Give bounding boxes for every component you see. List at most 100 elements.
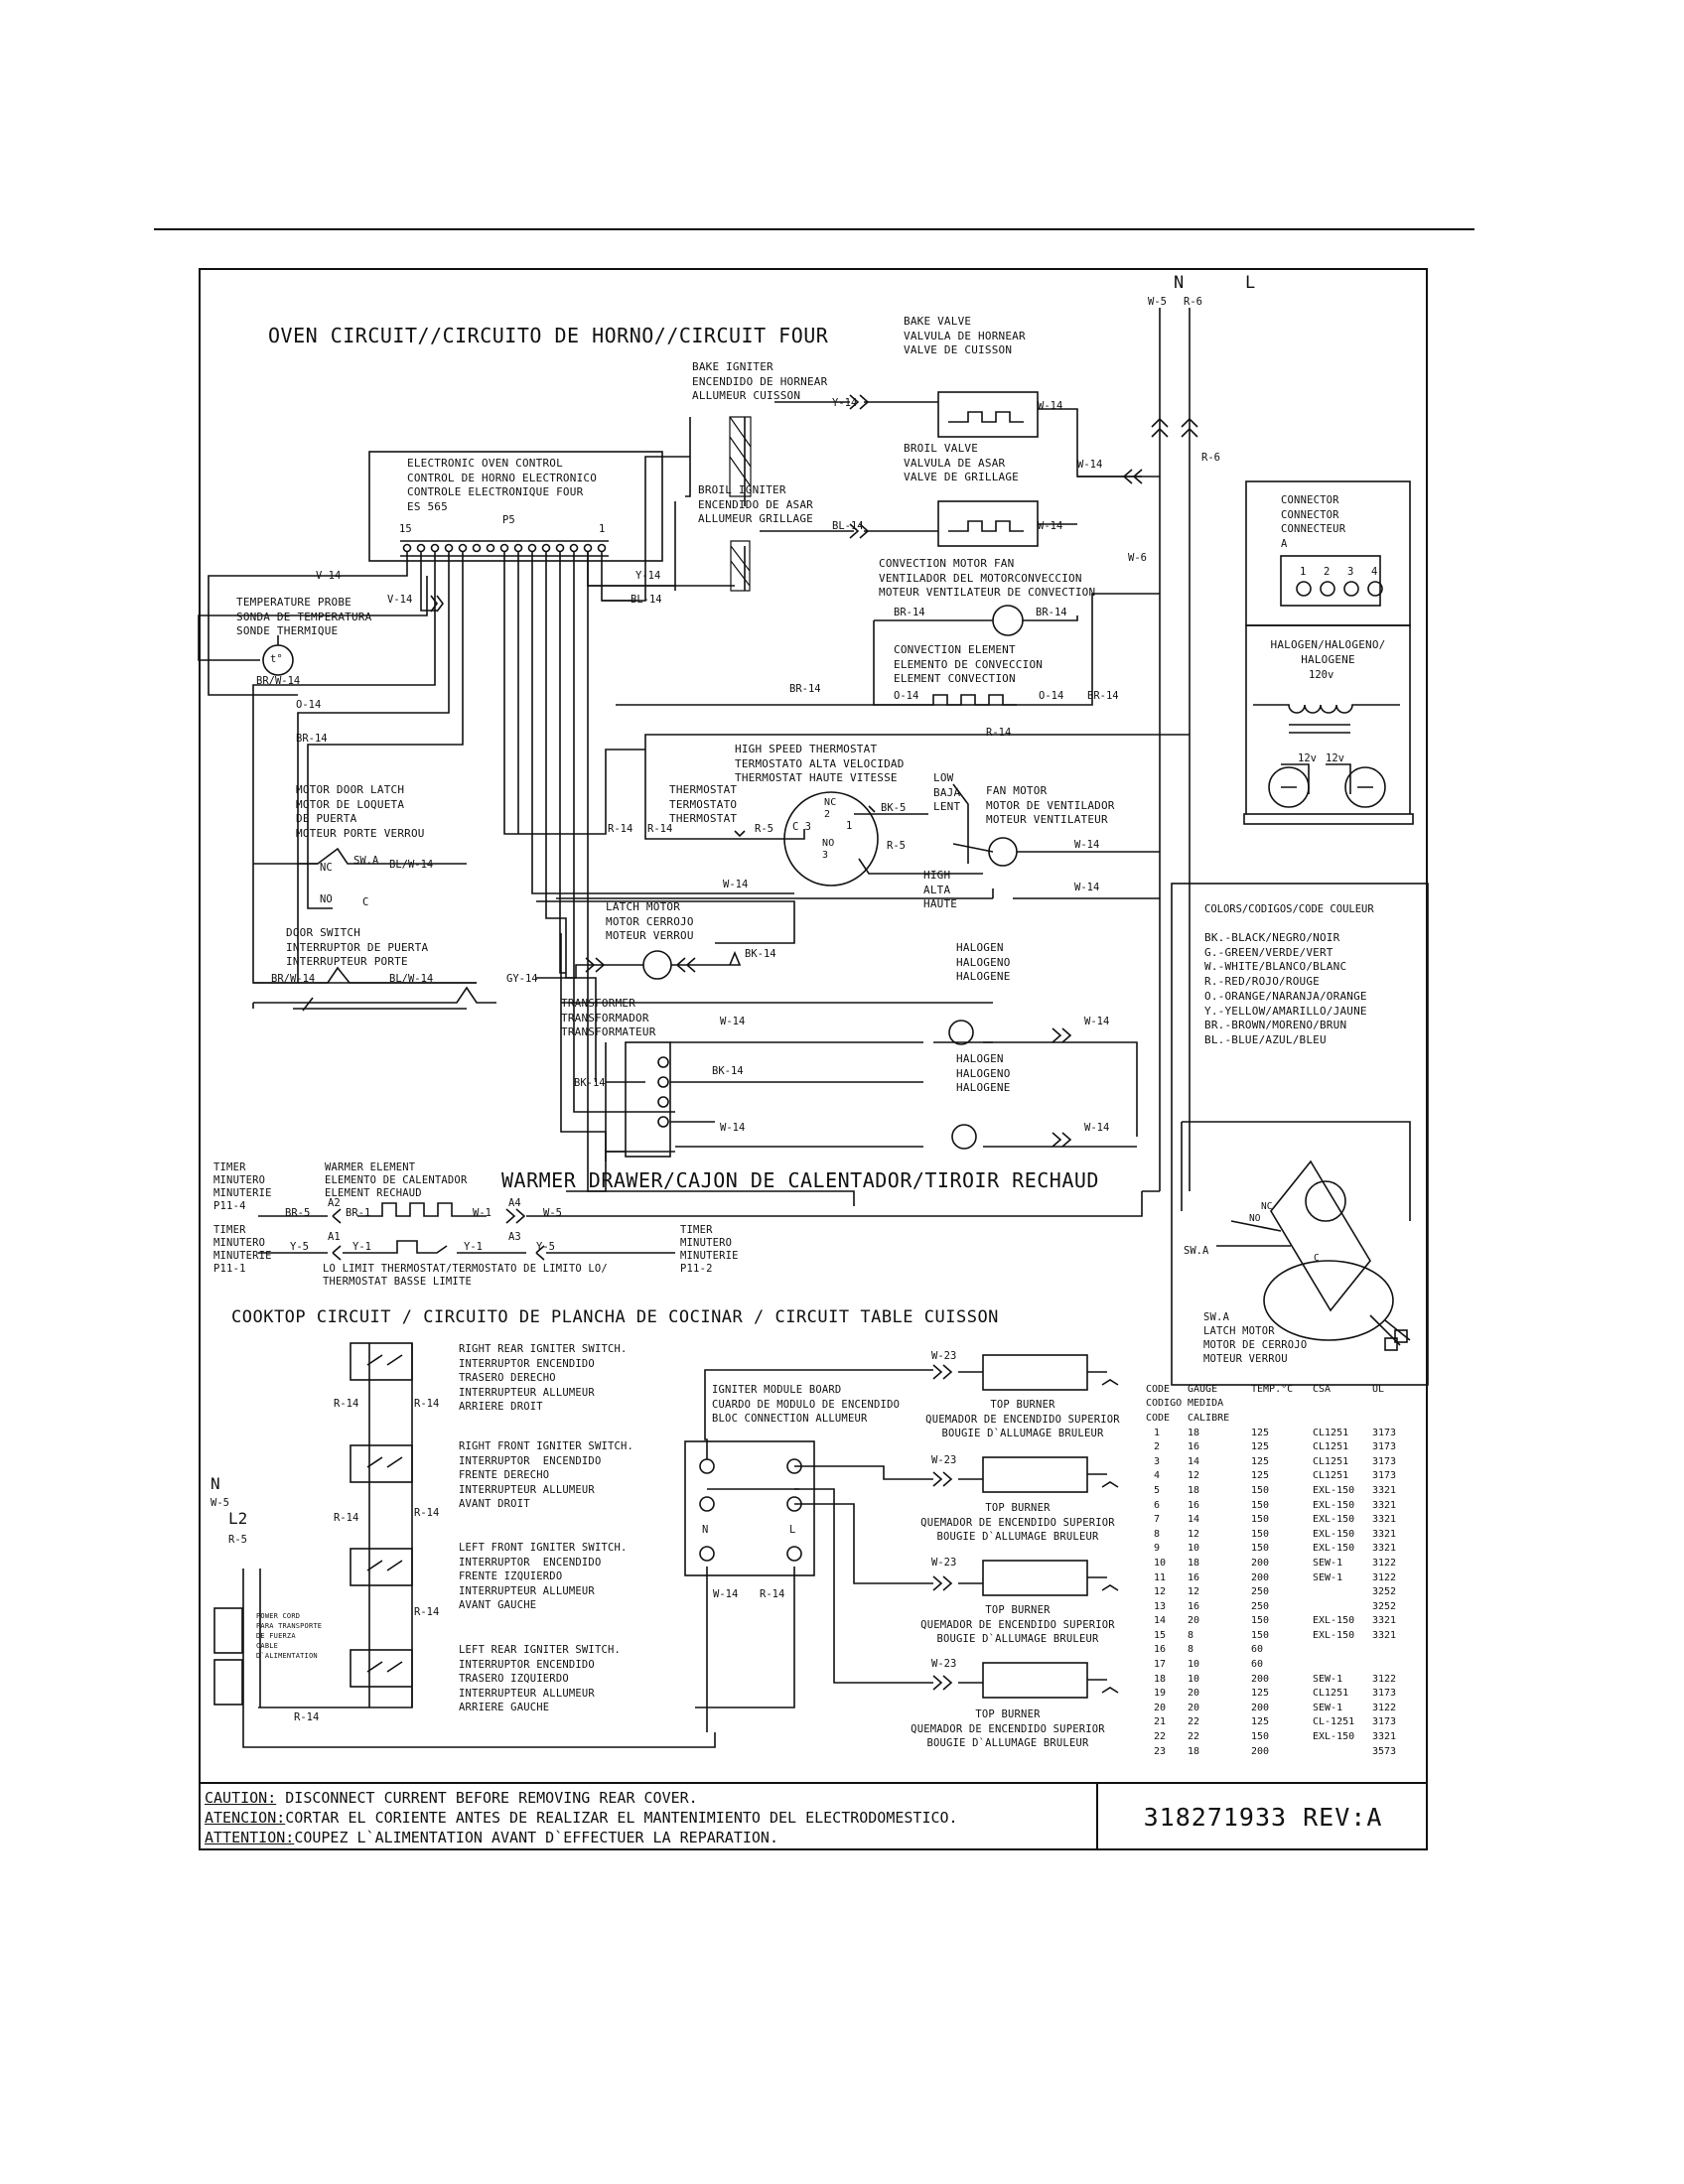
table-cell: 125 [1251, 1470, 1270, 1482]
wire-w5-warmer: W-5 [543, 1207, 562, 1219]
table-header-row: CODE GAUGE TEMP.°C CSA UL [1144, 1382, 1410, 1397]
table-cell: 18 [1154, 1673, 1167, 1685]
right-rear-switch-label: RIGHT REAR IGNITER SWITCH. INTERRUPTOR E… [459, 1343, 628, 1413]
diagram-frame [199, 268, 1428, 1850]
connector-pin-1: 1 [1300, 566, 1307, 578]
color-item: BR.-BROWN/MORENO/BRUN [1204, 1019, 1347, 1032]
convection-element-label: CONVECTION ELEMENT ELEMENTO DE CONVECCIO… [894, 643, 1044, 685]
table-header: CSA [1313, 1383, 1332, 1395]
table-cell: 21 [1154, 1716, 1167, 1728]
wire-w23-2: W-23 [931, 1454, 957, 1466]
wire-gy14: GY-14 [506, 973, 538, 985]
top-burner-1-label: TOP BURNER QUEMADOR DE ENCENDIDO SUPERIO… [925, 1399, 1120, 1439]
wire-br14-fan2: BR-14 [1036, 607, 1067, 618]
table-cell: 200 [1251, 1571, 1270, 1583]
wire-r14-top: R-14 [986, 727, 1012, 739]
fan-motor-label: FAN MOTOR MOTOR DE VENTILADOR MOTEUR VEN… [986, 784, 1115, 826]
latch-detail-nc: NC [1261, 1201, 1273, 1212]
table-cell: SEW-1 [1313, 1702, 1343, 1713]
table-header: UL [1372, 1383, 1385, 1395]
table-cell: 3 [1154, 1455, 1161, 1467]
halogen-1-label: HALOGEN HALOGENO HALOGENE [956, 941, 1011, 983]
igniter-module-label: IGNITER MODULE BOARD CUARDO DE MODULO DE… [712, 1384, 901, 1425]
table-cell: 18 [1188, 1557, 1200, 1569]
table-cell: 12 [1188, 1586, 1200, 1598]
table-cell: SEW-1 [1313, 1571, 1343, 1583]
oven-control-box [368, 451, 663, 562]
warmer-wires [258, 1191, 1143, 1261]
table-cell: 12 [1188, 1470, 1200, 1482]
table-cell: 13 [1154, 1600, 1167, 1612]
table-cell: 23 [1154, 1745, 1167, 1757]
door-latch-motor-label: MOTOR DOOR LATCH MOTOR DE LOQUETA DE PUE… [296, 783, 425, 840]
latch-motor-label: LATCH MOTOR MOTOR CERROJO MOTEUR VERROU [606, 900, 694, 942]
wire-r14-sw2b: R-14 [414, 1507, 440, 1519]
table-cell [1370, 1643, 1410, 1658]
wire-w23-1: W-23 [931, 1350, 957, 1362]
table-cell: EXL-150 [1313, 1615, 1355, 1627]
terminal-a3: A3 [508, 1231, 521, 1243]
wire-bk14-xfmr: BK-14 [574, 1077, 606, 1089]
table-header: CALIBRE [1188, 1412, 1230, 1424]
table-cell: 150 [1251, 1629, 1270, 1641]
wire-r14-sw3: R-14 [414, 1606, 440, 1618]
color-item: W.-WHITE/BLANCO/BLANC [1204, 960, 1347, 974]
transformer-label: TRANSFORMER TRANSFORMADOR TRANSFORMATEUR [561, 997, 656, 1038]
table-cell: 3122 [1372, 1673, 1397, 1685]
table-cell: CL-1251 [1313, 1716, 1355, 1728]
wire-br14-left: BR-14 [296, 733, 328, 745]
pin-1-label: 1 [599, 523, 606, 535]
wire-w14-broil: W-14 [1038, 520, 1063, 532]
right-front-switch-label: RIGHT FRONT IGNITER SWITCH. INTERRUPTOR … [459, 1440, 634, 1510]
cooktop-l2: L2 [228, 1509, 248, 1528]
table-cell: 3252 [1372, 1600, 1397, 1612]
atencion-key: ATENCION: [205, 1809, 286, 1827]
latch-detail [1181, 1121, 1411, 1351]
wire-y1-b: Y-1 [464, 1241, 483, 1253]
power-cord-label: POWER CORD PARA TRANSPORTE DE FUERZA CAB… [256, 1612, 323, 1660]
cooktop-n: N [210, 1474, 220, 1493]
table-cell: 14 [1154, 1615, 1167, 1627]
table-cell: 150 [1251, 1499, 1270, 1511]
connector-pin-4: 4 [1371, 566, 1378, 578]
thermostat-label: THERMOSTAT TERMOSTATO THERMOSTAT [669, 783, 738, 825]
table-cell: 200 [1251, 1673, 1270, 1685]
table-cell: 6 [1154, 1499, 1161, 1511]
wire-r14-sw1b: R-14 [414, 1398, 440, 1410]
table-header: CODE [1146, 1412, 1171, 1424]
module-r14: R-14 [760, 1588, 785, 1600]
wire-blw14-b: BL/W-14 [389, 973, 434, 985]
atencion-text: CORTAR EL CORIENTE ANTES DE REALIZAR EL … [285, 1809, 958, 1827]
table-cell: 16 [1188, 1441, 1200, 1453]
table-cell: 60 [1251, 1659, 1264, 1671]
table-cell [1311, 1657, 1370, 1672]
halogen-transformer-label: HALOGEN/HALOGENO/ HALOGENE [1270, 638, 1386, 666]
wire-r6: R-6 [1201, 452, 1220, 464]
supply-lines [1142, 308, 1198, 1192]
convection-fan-label: CONVECTION MOTOR FAN VENTILADOR DEL MOTO… [879, 557, 1096, 599]
table-cell: 7 [1154, 1514, 1161, 1526]
color-item: BK.-BLACK/NEGRO/NOIR [1204, 931, 1340, 944]
caution-text: DISCONNECT CURRENT BEFORE REMOVING REAR … [276, 1789, 698, 1807]
wire-br14-right: BR-14 [1087, 690, 1119, 702]
table-cell: 16 [1188, 1499, 1200, 1511]
table-cell: EXL-150 [1313, 1528, 1355, 1540]
table-cell: 2 [1154, 1441, 1161, 1453]
table-cell: EXL-150 [1313, 1543, 1355, 1555]
cooktop-circuit-title: COOKTOP CIRCUIT / CIRCUITO DE PLANCHA DE… [231, 1307, 999, 1327]
table-cell: EXL-150 [1313, 1514, 1355, 1526]
table-cell: 200 [1251, 1557, 1270, 1569]
table-cell: 5 [1154, 1484, 1161, 1496]
caution-key: CAUTION: [205, 1789, 277, 1807]
door-switch-label: DOOR SWITCH INTERRUPTOR DE PUERTA INTERR… [286, 926, 429, 968]
table-cell: 250 [1251, 1586, 1270, 1598]
colors-title: COLORS/CODIGOS/CODE COULEUR [1204, 903, 1374, 915]
